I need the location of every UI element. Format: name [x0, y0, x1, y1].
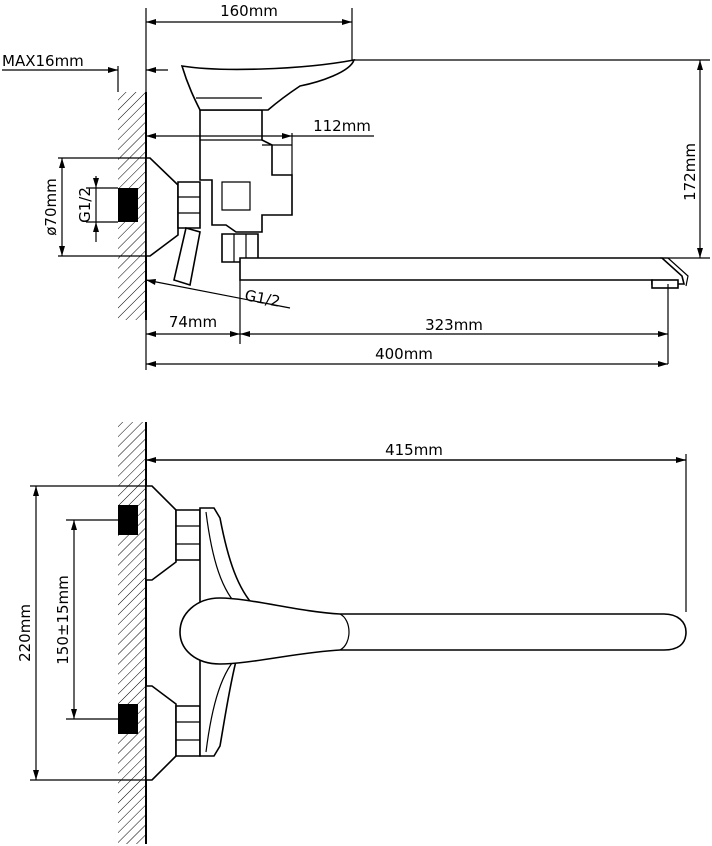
flange-lower: [145, 685, 177, 781]
hex-nut-upper: [175, 509, 201, 561]
aerator-side: [651, 279, 679, 289]
dim-400-label: 400mm: [375, 345, 433, 363]
inlet-block-side: [118, 188, 138, 222]
wall-flange-side: [145, 157, 179, 257]
dim-220-label: 220mm: [16, 604, 34, 662]
dim-160-label: 160mm: [220, 2, 278, 20]
front-view: 415mm 220mm 150±15mm: [16, 422, 687, 844]
dim-thread-in-label: G1/2: [76, 187, 94, 223]
dim-112-label: 112mm: [313, 117, 371, 135]
flange-upper: [145, 485, 177, 581]
faucet-body-side: [199, 109, 293, 233]
hex-nut-lower: [175, 705, 201, 757]
inlet-block-upper: [118, 505, 138, 535]
dim-172-label: 172mm: [681, 143, 699, 201]
dim-max16-label: MAX16mm: [2, 52, 84, 70]
dim-150-label: 150±15mm: [54, 575, 72, 665]
dim-323-label: 323mm: [425, 316, 483, 334]
eccentric-pipe-side: [173, 226, 201, 287]
wall-hatch-bottom: [118, 422, 146, 844]
spout-front: [179, 597, 687, 665]
side-view: 160mm MAX16mm 112mm 172mm ø70mm G1/2 G1/…: [2, 2, 710, 370]
hex-nut-side: [177, 181, 201, 229]
dim-74-label: 74mm: [169, 313, 217, 331]
dim-415-label: 415mm: [385, 441, 443, 459]
dim-70-label: ø70mm: [42, 178, 60, 236]
inlet-block-lower: [118, 704, 138, 734]
dim-thread-out-label: G1/2: [243, 286, 282, 310]
spout-pipe-side: [239, 257, 686, 285]
handle-lever-side: [180, 58, 356, 111]
